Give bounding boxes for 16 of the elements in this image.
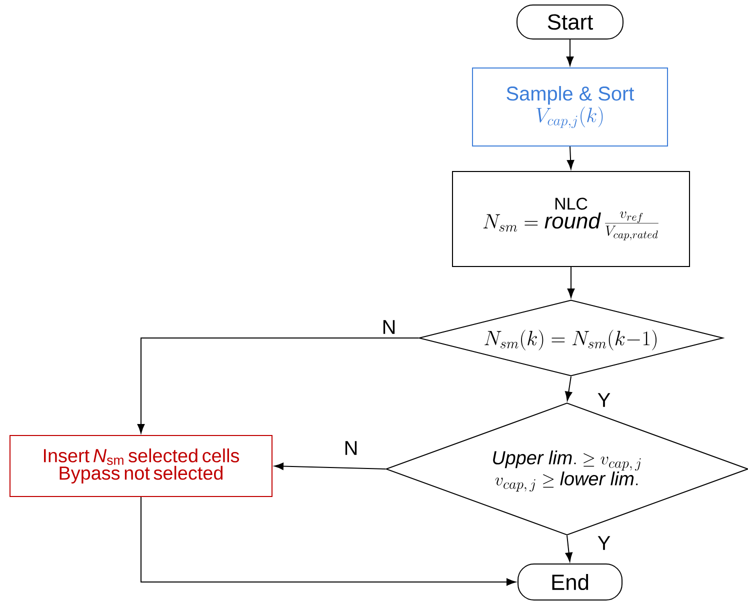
- arrow: [566, 146, 574, 170]
- process-box: NLC $N_{sm}=\mathit{round}\,\frac{v_{ref}}{V_{cap,rated}}$: [452, 171, 690, 267]
- process-box: Insert N$_{sm}$ selected cells Bypass not selected: [10, 435, 272, 497]
- arrow: [140, 496, 516, 586]
- edge-label: N: [380, 319, 398, 335]
- terminal-box: Start: [516, 4, 624, 40]
- arrow: [567, 266, 575, 298]
- edge-label: Y: [596, 535, 612, 551]
- arrow: [565, 376, 572, 401]
- edge-label: N: [342, 440, 360, 456]
- process-box: Sample & Sort $V_{cap,j}(k)$: [472, 68, 668, 146]
- arrow: [566, 39, 574, 66]
- terminal-box: End: [518, 564, 622, 600]
- arrow: [274, 462, 386, 470]
- arrow: [137, 338, 419, 434]
- arrow: [565, 535, 572, 562]
